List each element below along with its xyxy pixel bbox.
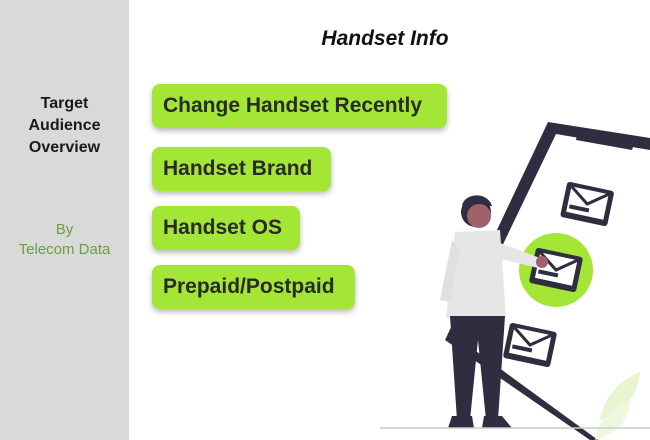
handset-brand-button[interactable]: Handset Brand [152, 147, 331, 191]
prepaid-postpaid-button[interactable]: Prepaid/Postpaid [152, 265, 355, 309]
sidebar-subtitle: By Telecom Data [0, 220, 129, 260]
sidebar-subtitle-line: By [55, 221, 74, 238]
change-handset-recently-button[interactable]: Change Handset Recently [152, 84, 447, 128]
envelope-icon [503, 322, 557, 368]
sidebar-title-line: Audience [28, 117, 101, 134]
pill-label: Handset OS [163, 216, 283, 239]
envelope-icon [560, 181, 614, 227]
sidebar-title-line: Overview [28, 139, 101, 156]
sidebar-title-line: Target [40, 95, 89, 112]
person-icon [440, 195, 548, 428]
sidebar-subtitle-line: Telecom Data [18, 241, 111, 258]
pill-label: Change Handset Recently [163, 94, 423, 117]
sidebar: Target Audience Overview By Telecom Data [0, 0, 129, 440]
leaf-icon [595, 372, 640, 440]
sidebar-title: Target Audience Overview [0, 93, 129, 159]
page-title: Handset Info [321, 27, 449, 50]
pill-label: Handset Brand [163, 157, 313, 180]
pill-label: Prepaid/Postpaid [163, 275, 335, 298]
handset-os-button[interactable]: Handset OS [152, 206, 300, 250]
